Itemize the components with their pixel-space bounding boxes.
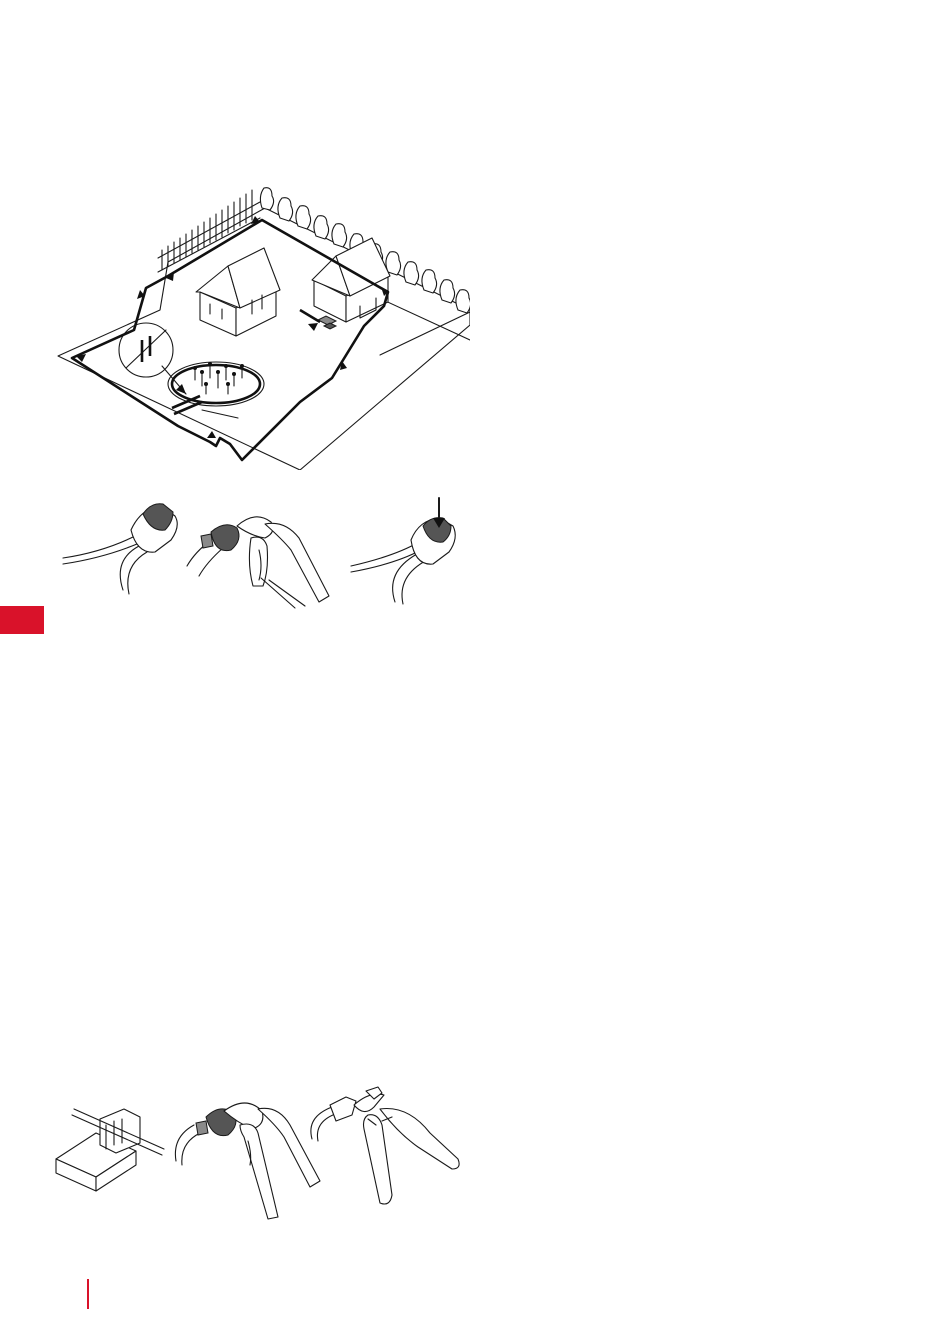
section-tab xyxy=(0,606,44,634)
side-cutter-icon xyxy=(311,1087,459,1204)
connector-pressed-icon xyxy=(351,498,455,604)
connector-sequence-illustration xyxy=(55,490,475,615)
connector-open-icon xyxy=(63,504,177,594)
lawn-outline xyxy=(58,208,470,470)
pliers-crimp-icon xyxy=(187,517,329,608)
garden-layout-illustration xyxy=(50,180,470,470)
house xyxy=(196,248,280,336)
page-number-rule xyxy=(87,1279,89,1309)
boundary-wire xyxy=(72,216,389,460)
flower-bed-island xyxy=(168,362,264,406)
charging-station-icon xyxy=(318,316,336,329)
splice-connector-icon xyxy=(56,1109,164,1191)
crimping-pliers-icon xyxy=(175,1103,320,1219)
garage xyxy=(312,238,390,322)
splice-tools-illustration xyxy=(50,1085,470,1220)
